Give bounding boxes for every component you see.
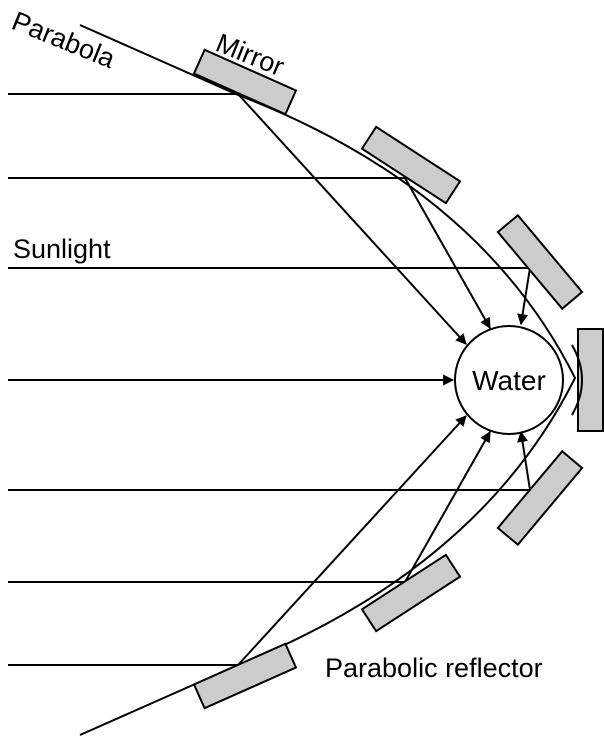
mirror-panel: [360, 125, 462, 205]
mirror-panel: [360, 553, 462, 633]
parabolic-reflector-label: Parabolic reflector: [325, 653, 543, 683]
parabola-curve: [79, 24, 577, 736]
reflected-ray: [237, 93, 467, 345]
mirror-panel: [496, 449, 584, 547]
water-label: Water: [472, 365, 546, 396]
mirror-panel: [192, 48, 298, 116]
reflected-ray: [517, 430, 531, 491]
sunlight-label: Sunlight: [13, 234, 111, 264]
reflected-ray: [404, 177, 491, 329]
reflected-ray: [517, 267, 531, 326]
mirror-panel: [496, 213, 584, 311]
reflected-ray: [237, 415, 467, 666]
parabola-label: Parabola: [8, 6, 120, 75]
reflected-ray: [404, 431, 491, 583]
water-vessel: [454, 325, 564, 435]
parabola-vertex: [571, 344, 583, 416]
mirror-panel: [192, 642, 298, 710]
